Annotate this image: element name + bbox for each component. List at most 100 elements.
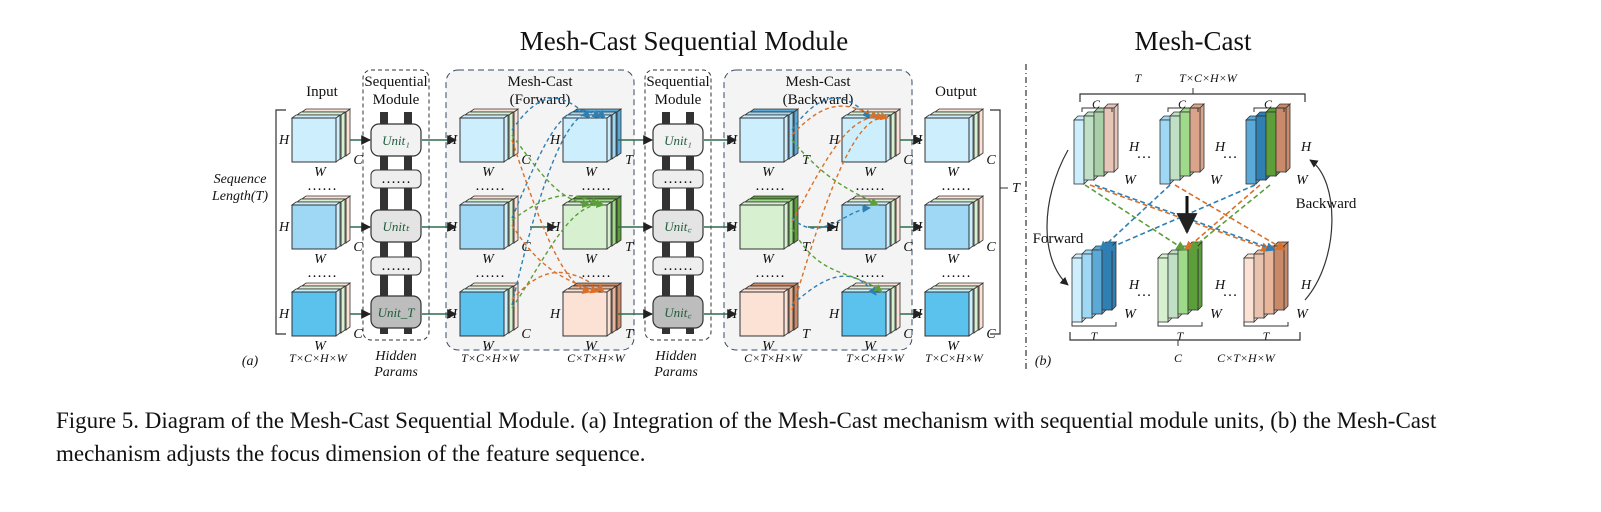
- b-bottom-T-3: T: [1263, 329, 1271, 343]
- bwd-out-block-1: [840, 108, 902, 163]
- backward-mesh-arrows: [791, 97, 889, 311]
- fwd-in-block-2: [458, 195, 520, 250]
- input-3-side: C: [353, 327, 363, 342]
- forward-label-2: (Forward): [510, 92, 571, 108]
- dim-backward-in: C×T×H×W: [744, 351, 803, 365]
- backward-label-1: Mesh-Cast: [786, 74, 852, 90]
- seq-a-unit-gap-dots-2: ……: [381, 258, 411, 274]
- bwd-out-block-3: [840, 282, 902, 337]
- output-bracket: [990, 109, 1001, 335]
- seq-b-unit-box-2: [652, 209, 704, 243]
- flow-arrows: [350, 135, 923, 319]
- backward-label-2: (Backward): [783, 92, 854, 108]
- sequence-bracket: [275, 109, 286, 335]
- b-top-W-2: W: [1210, 173, 1223, 188]
- b-top-C-2: C: [1178, 97, 1187, 111]
- figure-caption: Figure 5. Diagram of the Mesh-Cast Seque…: [56, 408, 1437, 466]
- output-block-1: [923, 108, 985, 163]
- dots-4-1: ……: [855, 265, 885, 281]
- b-bottom-W-1: W: [1124, 307, 1137, 322]
- output-3-W: W: [947, 339, 960, 354]
- hidden-params-2b: Params: [653, 365, 698, 380]
- output-block-3: [923, 282, 985, 337]
- input-3-W: W: [314, 339, 327, 354]
- seq-module-label-b1: Sequential: [646, 74, 709, 90]
- fwd-out-2-side: T: [625, 240, 634, 255]
- bwd-out-3-H: H: [828, 307, 840, 322]
- dots-5-1: ……: [941, 265, 971, 281]
- input-2-H: H: [278, 220, 290, 235]
- dots-3-0: ……: [755, 178, 785, 194]
- input-block-2: [290, 195, 352, 250]
- b-bottom-dots-1: …: [1137, 284, 1152, 300]
- output-2-side: C: [986, 240, 996, 255]
- dots-3-1: ……: [755, 265, 785, 281]
- b-top-W-1: W: [1124, 173, 1137, 188]
- hidden-params-1a: Hidden: [374, 349, 416, 364]
- b-top-C-1: C: [1092, 97, 1101, 111]
- bwd-out-3-W: W: [864, 339, 877, 354]
- output-3-side: C: [986, 327, 996, 342]
- fwd-in-block-1: [458, 108, 520, 163]
- output-2-W: W: [947, 252, 960, 267]
- feature-stacks-b: CHWCHWCHW……THWTHWTHW……: [1071, 97, 1312, 343]
- b-top-C-bracket-3: [1253, 107, 1285, 112]
- b-bottom-H-2: H: [1214, 278, 1226, 293]
- seq-b-unit-box-1: [652, 123, 704, 157]
- seq-a-unit-label-2: Unitₜ: [383, 219, 411, 234]
- seq-module-label-b2: Module: [655, 92, 702, 108]
- bwd-out-2-W: W: [864, 252, 877, 267]
- bwd-in-1-side: T: [802, 153, 811, 168]
- b-top-C-bracket-1: [1081, 107, 1113, 112]
- seq-b-unit-gap-dots-2: ……: [663, 258, 693, 274]
- bwd-out-3-side: C: [903, 327, 913, 342]
- input-2-side: C: [353, 240, 363, 255]
- dots-0-1: ……: [307, 265, 337, 281]
- output-label: Output: [935, 84, 978, 100]
- b-bottom-C: C: [1174, 351, 1183, 365]
- mesh-cast-diagram: Mesh-Cast Sequential Module Mesh-Cast In…: [211, 26, 1357, 380]
- b-bottom-dots-2: …: [1223, 284, 1238, 300]
- dots-5-0: ……: [941, 178, 971, 194]
- fwd-out-3-side: T: [625, 327, 634, 342]
- seq-b-unit-gap-2: [652, 256, 704, 276]
- main-title: Mesh-Cast Sequential Module: [520, 26, 848, 56]
- bwd-in-3-side: T: [802, 327, 811, 342]
- fwd-out-block-1: [561, 108, 623, 163]
- seq-a-unit-label-3: Unit_T: [378, 305, 416, 320]
- dim-input: T×C×H×W: [289, 351, 348, 365]
- b-top-dots-2: …: [1223, 146, 1238, 162]
- b-top-H-3: H: [1300, 140, 1312, 155]
- seq-a-unit-gap-2: [370, 256, 422, 276]
- bwd-out-1-H: H: [828, 133, 840, 148]
- seq-module-box-1: [362, 69, 430, 341]
- bwd-in-1-W: W: [762, 165, 775, 180]
- fwd-out-1-side: T: [625, 153, 634, 168]
- seq-b-unit-gap-dots-1: ……: [663, 171, 693, 187]
- fwd-in-1-side: C: [521, 153, 531, 168]
- dim-forward-out: C×T×H×W: [567, 351, 626, 365]
- bwd-out-2-side: C: [903, 240, 913, 255]
- hidden-params-2a: Params: [373, 365, 418, 380]
- panel-a-label: (a): [242, 354, 259, 369]
- fwd-in-3-side: C: [521, 327, 531, 342]
- panel-b-label: (b): [1035, 354, 1052, 369]
- seq-module-label-a1: Sequential: [364, 74, 427, 90]
- sequence-label-1: Sequence: [214, 172, 267, 187]
- b-cross-arrows: [1084, 184, 1286, 252]
- b-bottom-stack-1: [1071, 241, 1117, 323]
- bwd-in-2-side: T: [802, 240, 811, 255]
- dim-forward-in: T×C×H×W: [461, 351, 520, 365]
- seq-a-unit-box-2: [370, 209, 422, 243]
- fwd-out-2-W: W: [585, 252, 598, 267]
- b-bottom-dim: C×T×H×W: [1217, 351, 1276, 365]
- seq-a-unit-gap-dots-1: ……: [381, 171, 411, 187]
- b-top-H-1: H: [1128, 140, 1140, 155]
- output-1-W: W: [947, 165, 960, 180]
- bwd-in-3-W: W: [762, 339, 775, 354]
- seq-a-unit-box-1: [370, 123, 422, 157]
- sequence-label-2: Length(T): [211, 189, 268, 204]
- b-bottom-T-bracket-3: [1243, 322, 1289, 327]
- seq-a-unit-label-1: Unit₁: [382, 133, 410, 148]
- input-1-H: H: [278, 133, 290, 148]
